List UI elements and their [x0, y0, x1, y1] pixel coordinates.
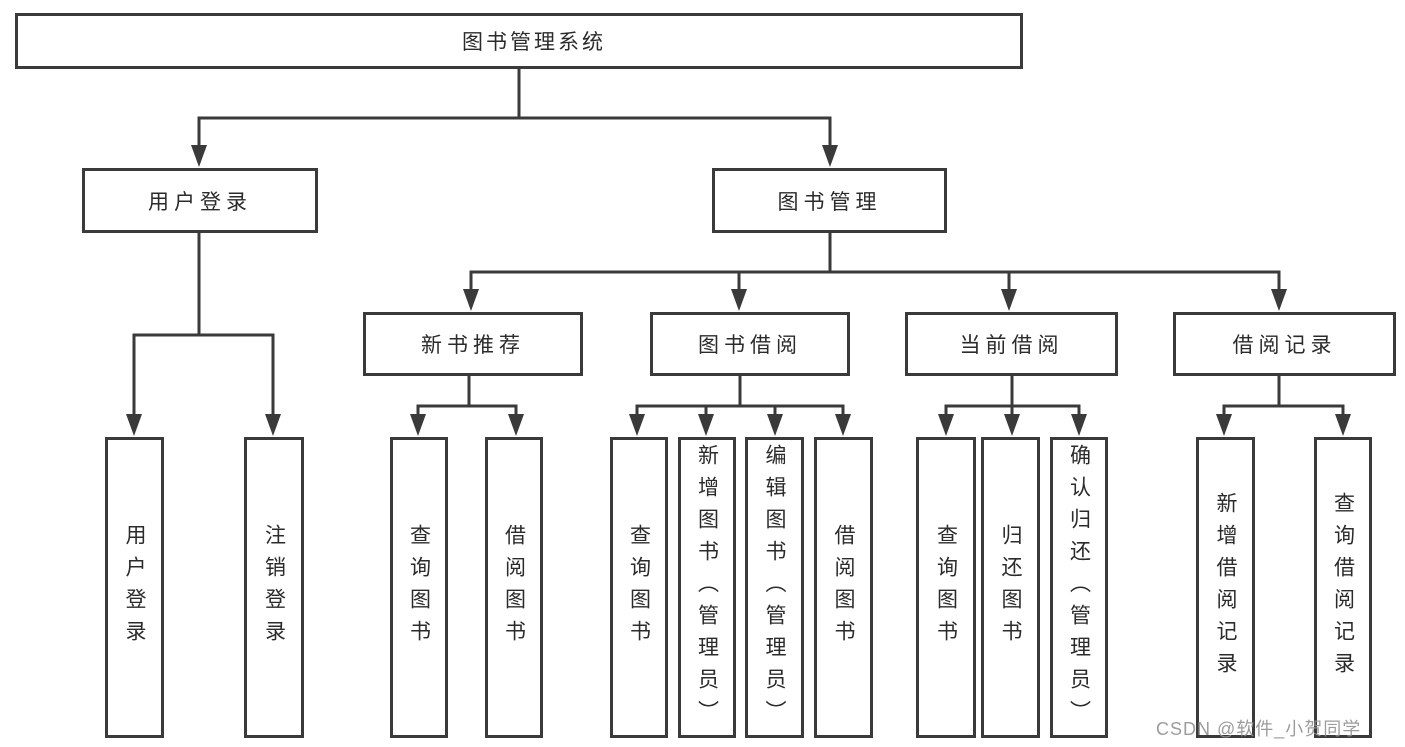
leaf-add-borrow-record: 新增借阅记录	[1196, 437, 1255, 738]
leaf-borrow-book: 借阅图书	[814, 437, 873, 738]
node-current-borrowing: 当前借阅	[905, 312, 1118, 376]
arrowhead-icons	[126, 145, 1351, 436]
node-book-borrowing: 图书借阅	[650, 312, 850, 376]
leaf-add-book-admin: 新增图书（管理员）	[678, 437, 736, 738]
node-root-system: 图书管理系统	[15, 13, 1023, 69]
leaf-query-book-borrow-label: 查询图书	[627, 523, 651, 652]
leaf-return-book-label: 归还图书	[999, 523, 1022, 652]
node-book-management: 图书管理	[712, 168, 947, 233]
leaf-confirm-return-admin: 确认归还（管理员）	[1050, 437, 1108, 738]
leaf-edit-book-admin-label: 编辑图书（管理员）	[763, 443, 786, 732]
node-borrowing-records: 借阅记录	[1173, 312, 1396, 376]
leaf-query-borrow-record-label: 查询借阅记录	[1331, 491, 1355, 684]
leaf-query-book-current: 查询图书	[916, 437, 976, 738]
leaf-user-login: 用户登录	[105, 437, 164, 738]
node-new-book-recommend: 新书推荐	[363, 312, 583, 376]
leaf-user-login-label: 用户登录	[123, 523, 146, 652]
csdn-watermark: CSDN @软件_小贺同学	[1156, 719, 1362, 739]
leaf-query-book-recommend-label: 查询图书	[407, 523, 431, 652]
leaf-return-book: 归还图书	[981, 437, 1040, 738]
leaf-add-book-admin-label: 新增图书（管理员）	[695, 443, 719, 732]
connector-lines	[132, 67, 1345, 417]
leaf-query-book-recommend: 查询图书	[390, 437, 448, 738]
leaf-confirm-return-admin-label: 确认归还（管理员）	[1067, 443, 1091, 732]
leaf-borrow-book-label: 借阅图书	[832, 523, 855, 652]
leaf-borrow-book-recommend: 借阅图书	[485, 437, 543, 738]
leaf-query-book-borrow: 查询图书	[610, 437, 668, 738]
node-user-login: 用户登录	[82, 168, 318, 233]
leaf-query-book-current-label: 查询图书	[934, 523, 958, 652]
leaf-edit-book-admin: 编辑图书（管理员）	[745, 437, 804, 738]
leaf-add-borrow-record-label: 新增借阅记录	[1214, 491, 1237, 684]
leaf-query-borrow-record: 查询借阅记录	[1314, 437, 1372, 738]
leaf-logout: 注销登录	[244, 437, 304, 738]
leaf-logout-label: 注销登录	[262, 523, 286, 652]
leaf-borrow-book-recommend-label: 借阅图书	[502, 523, 526, 652]
